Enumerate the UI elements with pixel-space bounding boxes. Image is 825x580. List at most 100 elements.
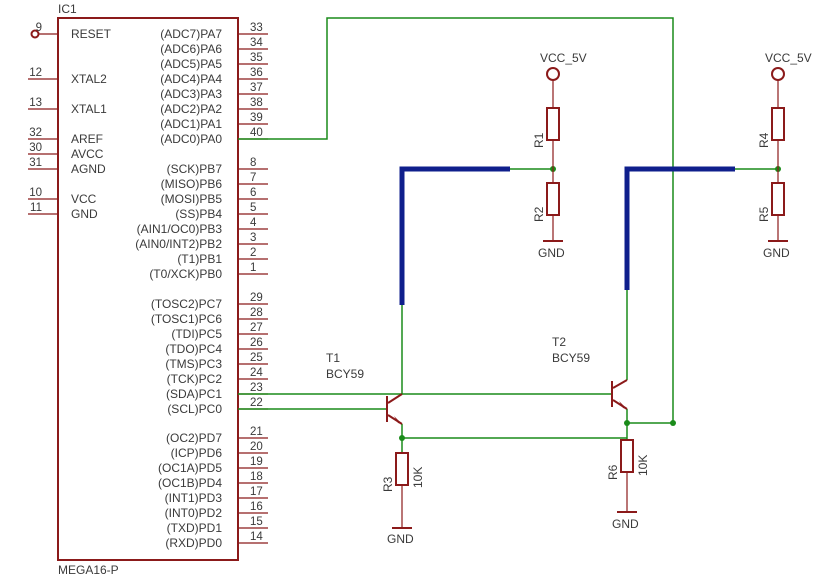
- ic1-pin-7[interactable]: 7(MISO)PB6: [161, 172, 268, 191]
- ic1-pin-33[interactable]: 33(ADC7)PA7: [160, 22, 268, 41]
- resistor-r4[interactable]: R4: [757, 107, 785, 169]
- ic1-pin-15[interactable]: 15(TXD)PD1: [167, 516, 268, 535]
- gnd-label: GND: [763, 246, 790, 260]
- pin-number: 9: [36, 22, 42, 34]
- pin-number: 31: [29, 157, 42, 169]
- pin-number: 6: [250, 187, 256, 199]
- ic1-body: [57, 17, 239, 561]
- t2-part: BCY59: [552, 351, 590, 365]
- gnd-label: GND: [612, 517, 639, 531]
- pin-name: (T1)PB1: [177, 252, 222, 266]
- r2-ref: R2: [532, 206, 546, 222]
- pin-number: 10: [29, 187, 42, 199]
- vcc-supply-1[interactable]: VCC_5V: [540, 51, 587, 108]
- gnd-r5: GND: [763, 240, 790, 260]
- ic1-pin-35[interactable]: 35(ADC5)PA5: [160, 52, 268, 71]
- vcc-supply-2[interactable]: VCC_5V: [765, 51, 812, 108]
- pin-number: 35: [250, 52, 263, 64]
- ic1-pin-8[interactable]: 8(SCK)PB7: [167, 157, 268, 176]
- ic1-pin-16[interactable]: 16(INT0)PD2: [165, 501, 268, 520]
- ic1-pin-5[interactable]: 5(SS)PB4: [175, 202, 268, 221]
- junction-dot: [624, 420, 630, 426]
- t2-emitter-arrow-icon: [619, 401, 627, 409]
- pin-number: 37: [250, 82, 263, 94]
- pin-number: 5: [250, 202, 256, 214]
- ic1-pin-14[interactable]: 14(RXD)PD0: [165, 531, 268, 550]
- ic1-pin-25[interactable]: 25(TMS)PC3: [165, 352, 268, 371]
- ic1-pin-18[interactable]: 18 (OC1B)PD4: [158, 471, 268, 490]
- pin-number: 38: [250, 97, 263, 109]
- ic1-pin-34[interactable]: 34(ADC6)PA6: [160, 37, 268, 56]
- ic1-pin-29[interactable]: 29(TOSC2)PC7: [151, 292, 268, 311]
- ic1-pin-3[interactable]: 3(AIN0/INT2)PB2: [135, 232, 268, 251]
- ic1-pin-17[interactable]: 17(INT1)PD3: [165, 486, 268, 505]
- pin-name: (RXD)PD0: [165, 536, 222, 550]
- r3-ref: R3: [381, 476, 395, 492]
- transistor-t2[interactable]: T2 BCY59: [552, 335, 628, 410]
- resistor-body: [771, 182, 785, 216]
- inverted-pin-icon: [30, 29, 40, 39]
- ic1-pin-27[interactable]: 27(TDI)PC5: [171, 322, 268, 341]
- ic1-pin-39[interactable]: 39(ADC1)PA1: [160, 112, 268, 131]
- transistor-t1[interactable]: T1 BCY59: [326, 351, 403, 425]
- pin-number: 21: [250, 426, 263, 438]
- ic1-pin-24[interactable]: 24(TCK)PC2: [167, 367, 268, 386]
- pin-name: (OC1A)PD5: [158, 461, 222, 475]
- ic1-pin-38[interactable]: 38(ADC2)PA2: [160, 97, 268, 116]
- ic1-pin-28[interactable]: 28(TOSC1)PC6: [151, 307, 268, 326]
- resistor-body: [395, 452, 409, 486]
- ic1-pin-37[interactable]: 37(ADC3)PA3: [160, 82, 268, 101]
- ic1-part: MEGA16-P: [58, 563, 119, 577]
- ic1-pin-21[interactable]: 21(OC2)PD7: [166, 426, 268, 445]
- pin-name: (TXD)PD1: [167, 521, 223, 535]
- resistor-r1[interactable]: R1: [532, 107, 560, 169]
- wire-pa0[interactable]: [238, 17, 674, 423]
- ic1[interactable]: IC1 MEGA16-P: [57, 2, 239, 577]
- pin-name: (OC1B)PD4: [158, 476, 222, 490]
- gnd-label: GND: [387, 532, 414, 546]
- pin-name: (ADC6)PA6: [160, 42, 222, 56]
- pin-name: (ICP)PD6: [171, 446, 223, 460]
- pin-number: 25: [250, 352, 263, 364]
- resistor-r2[interactable]: R2: [532, 169, 560, 240]
- ic1-pin-20[interactable]: 20(ICP)PD6: [171, 441, 268, 460]
- ic1-right-pins: 33(ADC7)PA734(ADC6)PA635(ADC5)PA536(ADC4…: [135, 22, 268, 550]
- pin-name: (ADC1)PA1: [160, 117, 222, 131]
- ic1-pin-2[interactable]: 2(T1)PB1: [177, 247, 268, 266]
- ic1-pin-1[interactable]: 1(T0/XCK)PB0: [149, 262, 268, 281]
- resistor-r3[interactable]: R3 10K: [381, 452, 425, 528]
- t2-collector-leg: [612, 379, 628, 389]
- ic1-pin-19[interactable]: 19(OC1A)PD5: [158, 456, 268, 475]
- ic1-pin-36[interactable]: 36(ADC4)PA4: [160, 67, 268, 86]
- resistor-body: [546, 107, 560, 141]
- resistor-r6[interactable]: R6 10K: [606, 439, 650, 512]
- pin-number: 18: [250, 471, 263, 483]
- bus-1[interactable]: [399, 166, 510, 305]
- junction-dot: [670, 420, 676, 426]
- ic1-pin-26[interactable]: 26(TDO)PC4: [165, 337, 268, 356]
- ic1-pin-4[interactable]: 4(AIN1/OC0)PB3: [137, 217, 268, 236]
- ic1-ref: IC1: [58, 2, 77, 16]
- pin-number: 24: [250, 367, 263, 379]
- pin-name: XTAL2: [71, 72, 107, 86]
- t1-emitter-arrow-icon: [394, 416, 402, 424]
- pin-number: 40: [250, 127, 263, 139]
- pin-name: (SCK)PB7: [167, 162, 223, 176]
- resistor-r5[interactable]: R5: [757, 169, 785, 240]
- gnd-label: GND: [538, 246, 565, 260]
- ic1-pin-6[interactable]: 6(MOSI)PB5: [161, 187, 268, 206]
- gnd-r6: GND: [612, 511, 639, 531]
- bus-2[interactable]: [624, 166, 735, 290]
- pin-name: AVCC: [71, 147, 104, 161]
- pin-name: (MISO)PB6: [161, 177, 223, 191]
